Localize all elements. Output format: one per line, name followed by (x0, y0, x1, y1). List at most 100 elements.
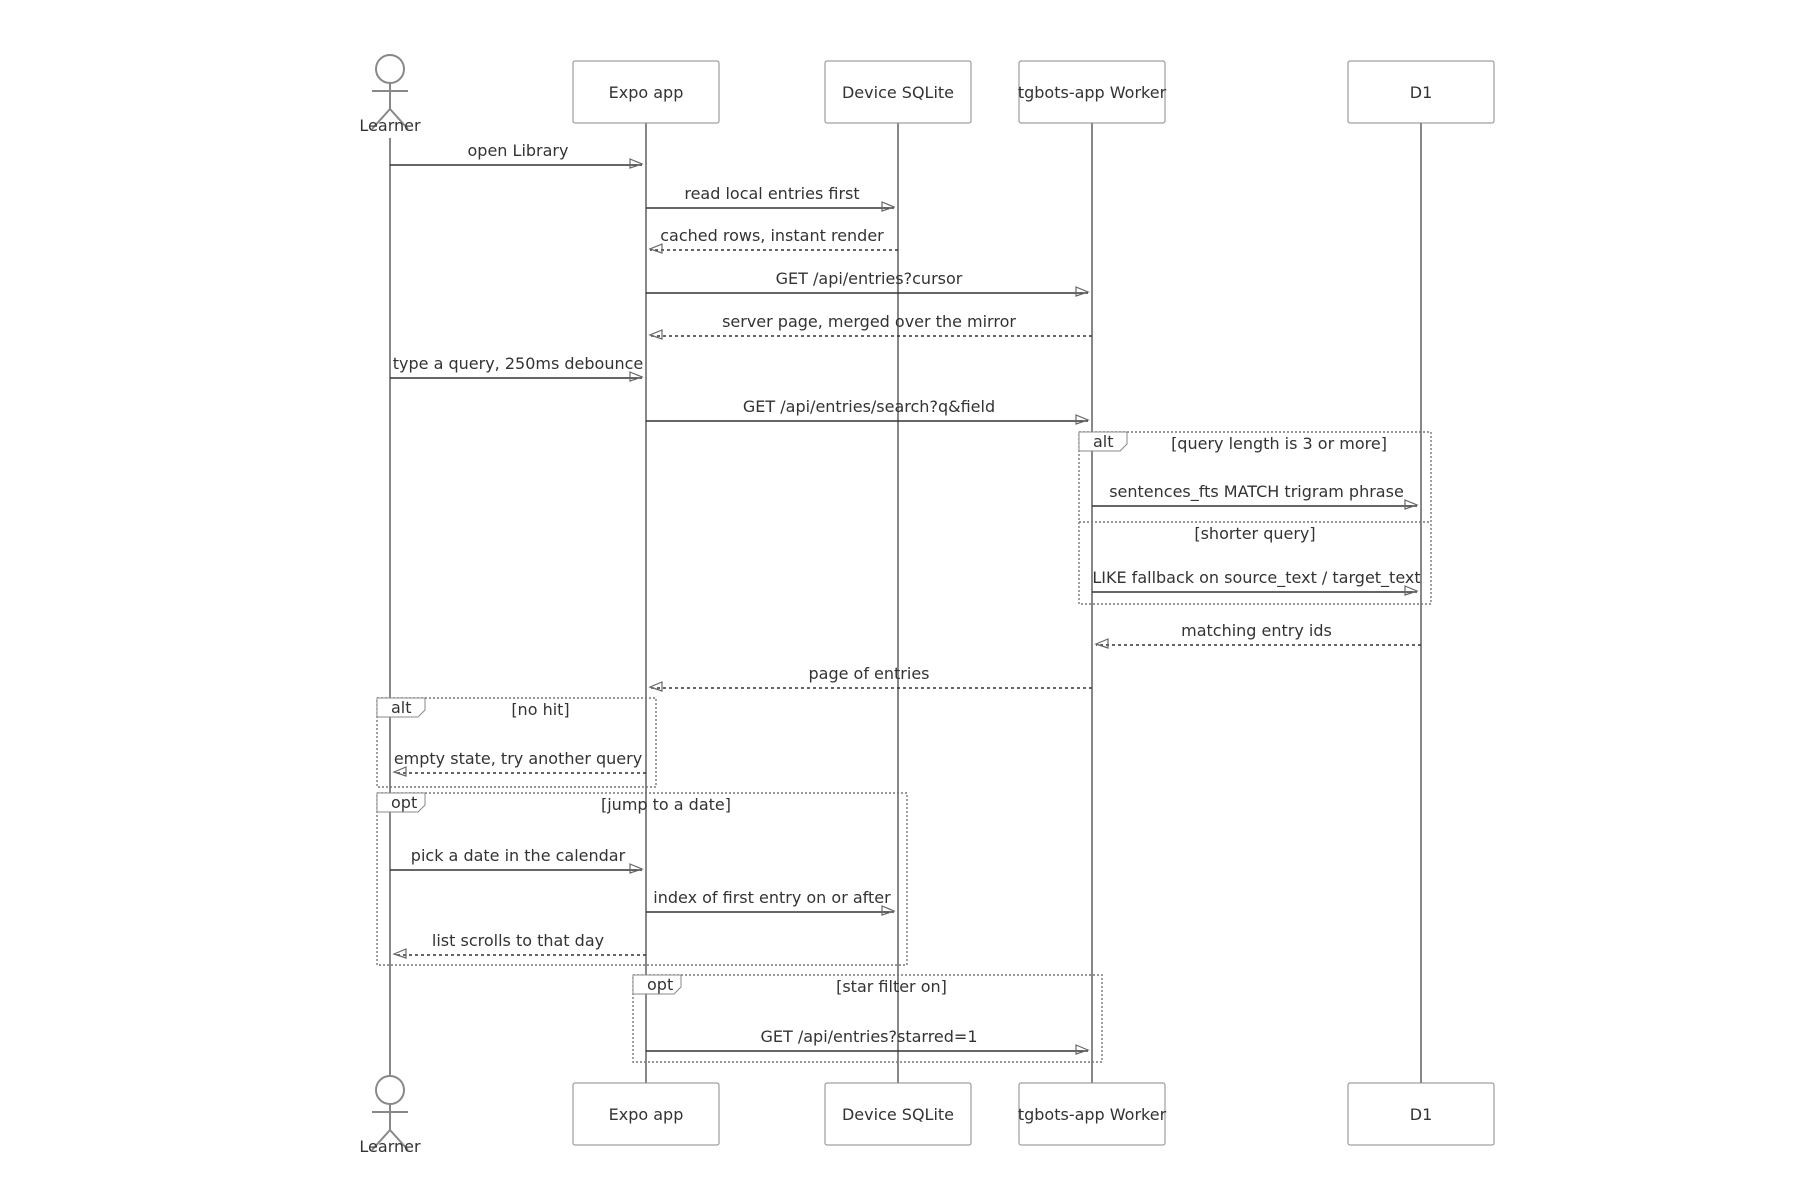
message-15: GET /api/entries?starred=1 (646, 1027, 1090, 1055)
message-13: index of first entry on or after (646, 888, 896, 916)
actor-leg-right-icon (389, 1129, 409, 1151)
arrowhead-icon (648, 329, 663, 340)
participant-label: Device SQLite (842, 83, 954, 102)
participant-box (1347, 60, 1495, 124)
frame-tab (376, 697, 426, 718)
message-0: open Library (390, 141, 644, 169)
message-label: GET /api/entries/search?q&field (743, 397, 995, 416)
frame-else-condition: [shorter query] (1194, 524, 1315, 543)
arrowhead-icon (1075, 286, 1090, 297)
frame-tab (376, 792, 426, 813)
frame-alt-0: alt [query length is 3 or more] [shorter q… (1078, 431, 1432, 605)
participant-box (1018, 1082, 1166, 1146)
frame-kind: alt (391, 698, 412, 717)
arrowhead-icon (629, 158, 644, 169)
participant-bottom-sqlite[interactable]: Device SQLite (824, 1082, 972, 1146)
participant-bottom-expo[interactable]: Expo app (572, 1082, 720, 1146)
message-label: empty state, try another query (394, 749, 642, 768)
frame-condition: [star filter on] (836, 977, 947, 996)
participant-bottom-worker[interactable]: tgbots-app Worker (1018, 1082, 1167, 1146)
participant-label: Expo app (609, 83, 684, 102)
message-label: type a query, 250ms debounce (393, 354, 644, 373)
participant-label: Expo app (609, 1105, 684, 1124)
arrowhead-icon (648, 243, 663, 254)
participant-box (1018, 60, 1166, 124)
message-label: index of first entry on or after (653, 888, 891, 907)
arrowhead-icon (392, 948, 407, 959)
participant-top-d1[interactable]: D1 (1347, 60, 1495, 124)
message-label: sentences_fts MATCH trigram phrase (1109, 482, 1404, 502)
actor-leg-right-icon (389, 108, 409, 130)
message-label: list scrolls to that day (432, 931, 604, 950)
frame-border (632, 974, 1103, 1063)
participant-box (824, 1082, 972, 1146)
participant-box (1347, 1082, 1495, 1146)
message-14: list scrolls to that day (392, 931, 646, 959)
message-5: type a query, 250ms debounce (390, 354, 644, 382)
arrowhead-icon (881, 905, 896, 916)
participant-label: tgbots-app Worker (1018, 1105, 1167, 1124)
frame-condition: [jump to a date] (601, 795, 731, 814)
participant-label: tgbots-app Worker (1018, 83, 1167, 102)
frame-border (1078, 431, 1432, 605)
actor-top-learner[interactable]: Learner (359, 54, 421, 135)
message-7: sentences_fts MATCH trigram phrase (1092, 482, 1419, 510)
message-label: GET /api/entries?cursor (776, 269, 963, 288)
message-label: matching entry ids (1181, 621, 1332, 640)
message-label: GET /api/entries?starred=1 (760, 1027, 977, 1046)
message-label: page of entries (808, 664, 929, 683)
message-1: read local entries first (646, 184, 896, 212)
message-label: LIKE fallback on source_text / target_te… (1092, 568, 1420, 588)
message-3: GET /api/entries?cursor (646, 269, 1090, 297)
participant-box (572, 60, 720, 124)
frame-opt-3: opt [star filter on] (632, 974, 1103, 1063)
arrowhead-icon (1404, 499, 1419, 510)
message-9: matching entry ids (1094, 621, 1421, 649)
actor-label: Learner (359, 116, 421, 135)
arrowhead-icon (629, 371, 644, 382)
arrowhead-icon (1075, 414, 1090, 425)
arrowhead-icon (881, 201, 896, 212)
message-2: cached rows, instant render (648, 226, 898, 254)
arrowhead-icon (1075, 1044, 1090, 1055)
arrowhead-icon (392, 766, 407, 777)
message-11: empty state, try another query (392, 749, 646, 777)
participant-top-expo[interactable]: Expo app (572, 60, 720, 124)
message-12: pick a date in the calendar (390, 846, 644, 874)
arrowhead-icon (1404, 585, 1419, 596)
participant-label: Device SQLite (842, 1105, 954, 1124)
frame-border (376, 792, 908, 966)
frame-condition: [query length is 3 or more] (1171, 434, 1387, 453)
message-label: cached rows, instant render (660, 226, 884, 245)
message-4: server page, merged over the mirror (648, 312, 1092, 340)
message-6: GET /api/entries/search?q&field (646, 397, 1090, 425)
arrowhead-icon (1094, 638, 1109, 649)
actor-leg-left-icon (371, 108, 391, 130)
frame-condition: [no hit] (511, 700, 569, 719)
frame-alt-1: alt [no hit] (376, 697, 657, 788)
frame-kind: alt (1093, 432, 1114, 451)
actor-bottom-learner[interactable]: Learner (359, 1075, 421, 1156)
frame-tab (632, 974, 682, 995)
frame-kind: opt (647, 975, 673, 994)
actor-head-icon (375, 54, 405, 84)
message-label: pick a date in the calendar (411, 846, 626, 865)
participant-bottom-d1[interactable]: D1 (1347, 1082, 1495, 1146)
actor-head-icon (375, 1075, 405, 1105)
arrowhead-icon (648, 681, 663, 692)
frame-tab (1078, 431, 1128, 452)
frame-kind: opt (391, 793, 417, 812)
participant-label: D1 (1410, 83, 1433, 102)
message-8: LIKE fallback on source_text / target_te… (1092, 568, 1421, 596)
actor-leg-left-icon (371, 1129, 391, 1151)
participant-top-sqlite[interactable]: Device SQLite (824, 60, 972, 124)
participant-top-worker[interactable]: tgbots-app Worker (1018, 60, 1167, 124)
participant-label: D1 (1410, 1105, 1433, 1124)
frame-opt-2: opt [jump to a date] (376, 792, 908, 966)
message-label: open Library (468, 141, 569, 160)
message-label: server page, merged over the mirror (722, 312, 1016, 331)
actor-label: Learner (359, 1137, 421, 1156)
message-10: page of entries (648, 664, 1092, 692)
participant-box (572, 1082, 720, 1146)
participant-box (824, 60, 972, 124)
